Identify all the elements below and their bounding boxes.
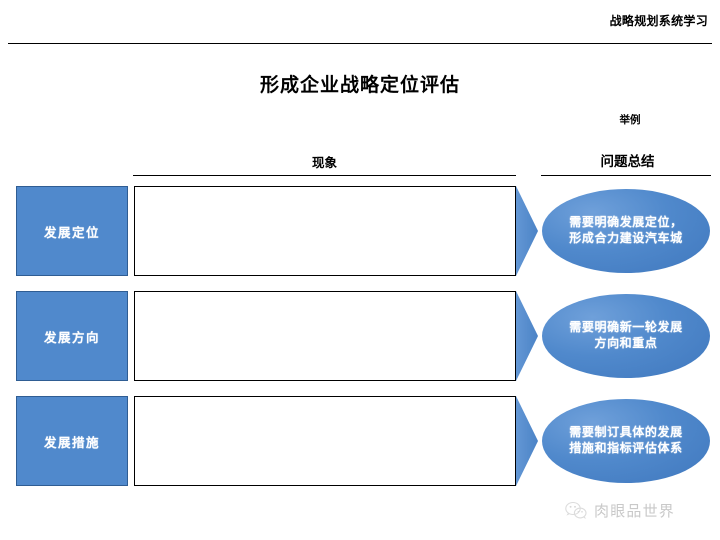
- page-title: 形成企业战略定位评估: [259, 75, 460, 96]
- category-box-development-direction[interactable]: 发展方向: [16, 291, 128, 381]
- summary-ellipse[interactable]: 需要制订具体的发展措施和指标评估体系: [542, 399, 710, 483]
- column-header-phenomena: 现象: [311, 156, 337, 170]
- summary-ellipse[interactable]: 需要明确新一轮发展方向和重点: [542, 294, 710, 378]
- phenomena-box[interactable]: [134, 186, 516, 276]
- watermark: 肉眼品世界: [565, 497, 715, 523]
- table-row: 发展定位 需要明确发展定位，形成合力建设汽车城: [0, 186, 720, 276]
- category-box-development-positioning[interactable]: 发展定位: [16, 186, 128, 276]
- arrow-right-icon: [516, 396, 538, 486]
- wechat-icon: [565, 501, 587, 520]
- summary-text: 需要明确新一轮发展方向和重点: [569, 320, 683, 350]
- summary-text: 需要明确发展定位，形成合力建设汽车城: [569, 215, 683, 245]
- sample-note-label: 举例: [619, 114, 641, 126]
- arrow-right-icon: [516, 291, 538, 381]
- column-header-phenomena-underline: [133, 175, 516, 176]
- arrow-right-icon: [516, 186, 538, 276]
- watermark-text: 肉眼品世界: [594, 501, 676, 520]
- course-header-label: 战略规划系统学习: [609, 14, 708, 28]
- category-label: 发展定位: [43, 224, 100, 240]
- summary-ellipse[interactable]: 需要明确发展定位，形成合力建设汽车城: [542, 189, 710, 273]
- summary-text: 需要制订具体的发展措施和指标评估体系: [569, 425, 683, 455]
- column-header-summary-underline: [541, 175, 711, 176]
- column-header-summary: 问题总结: [600, 154, 655, 169]
- category-label: 发展措施: [43, 434, 100, 450]
- table-row: 发展措施 需要制订具体的发展措施和指标评估体系: [0, 396, 720, 486]
- table-row: 发展方向 需要明确新一轮发展方向和重点: [0, 291, 720, 381]
- phenomena-box[interactable]: [134, 396, 516, 486]
- category-box-development-measures[interactable]: 发展措施: [16, 396, 128, 486]
- phenomena-box[interactable]: [134, 291, 516, 381]
- category-label: 发展方向: [43, 329, 100, 345]
- header-divider: [8, 43, 712, 44]
